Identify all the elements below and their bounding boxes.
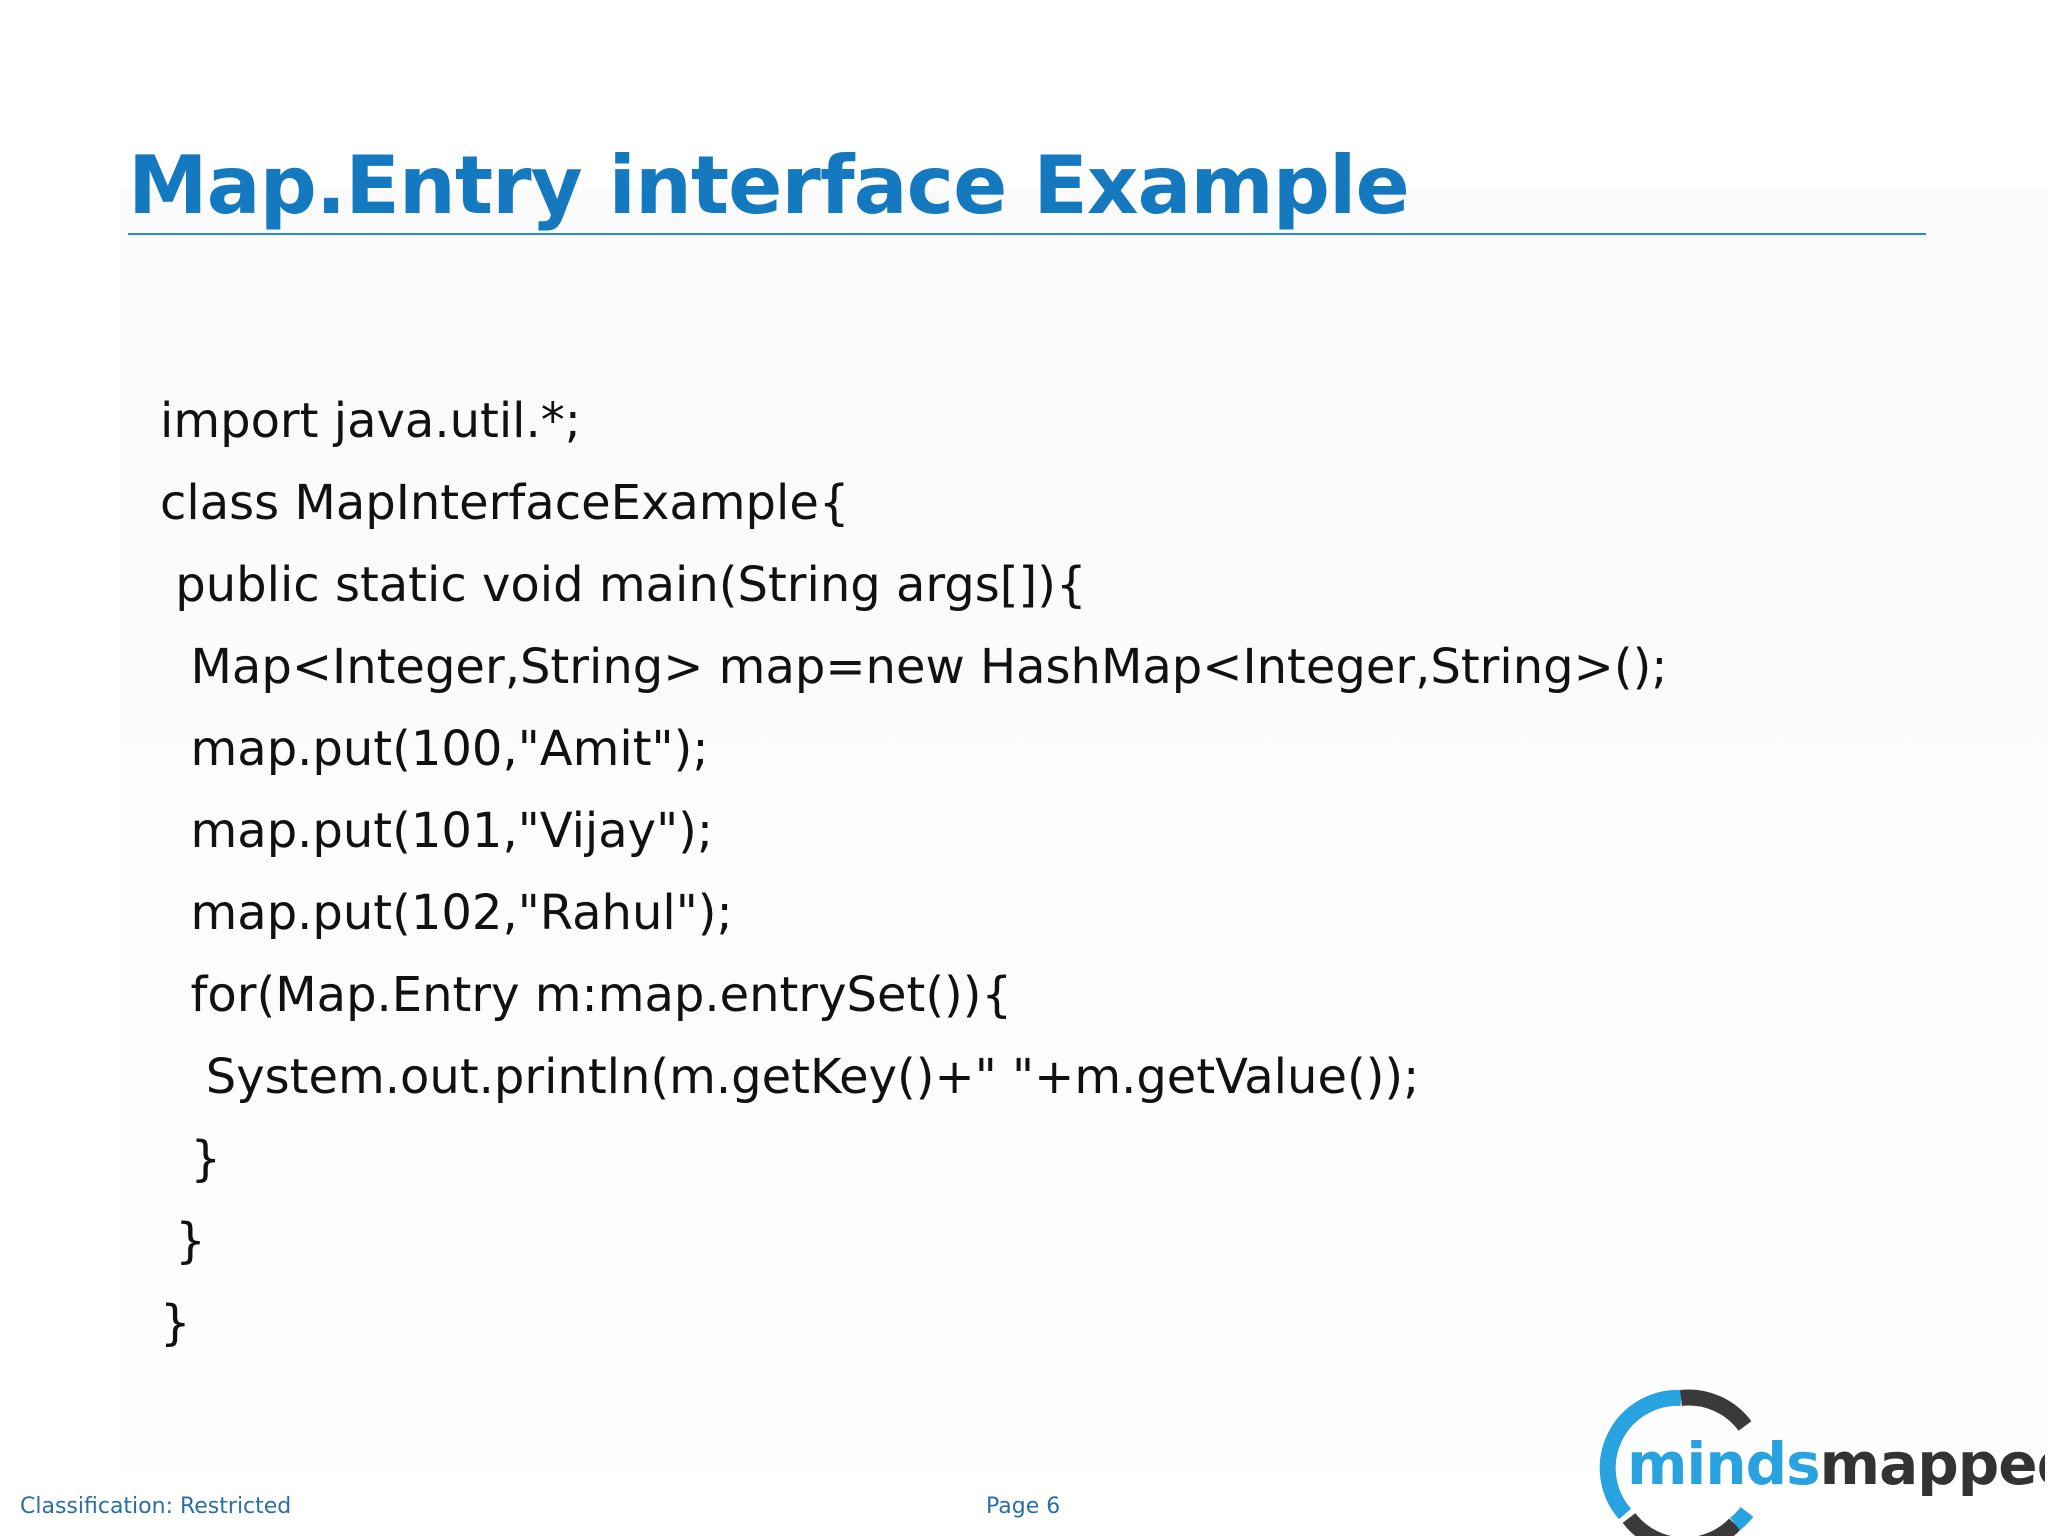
code-line: for(Map.Entry m:map.entrySet()){	[160, 967, 1013, 1023]
code-line: public static void main(String args[]){	[160, 557, 1087, 613]
code-line: }	[160, 1131, 222, 1187]
logo-ring-blue-arc	[1599, 1389, 1682, 1520]
logo-ring-dark-arc-top	[1680, 1389, 1752, 1431]
code-line: map.put(102,"Rahul");	[160, 885, 733, 941]
code-line: class MapInterfaceExample{	[160, 475, 850, 531]
logo-text: mindsmapped	[1627, 1430, 2045, 1498]
code-line: }	[160, 1213, 206, 1269]
code-line: map.put(100,"Amit");	[160, 721, 709, 777]
logo-ring-blue-accent	[1729, 1506, 1754, 1531]
code-block: import java.util.*; class MapInterfaceEx…	[160, 380, 1667, 1364]
title-underline	[128, 233, 1926, 235]
code-line: System.out.println(m.getKey()+" "+m.getV…	[160, 1049, 1420, 1105]
footer-page-number: Page 6	[986, 1494, 1061, 1519]
logo-ring-dark-arc-bottom	[1622, 1512, 1741, 1536]
code-line: Map<Integer,String> map=new HashMap<Inte…	[160, 639, 1668, 695]
code-line: map.put(101,"Vijay");	[160, 803, 714, 859]
mindsmapped-logo: mindsmapped	[1599, 1389, 2045, 1536]
code-line: }	[160, 1295, 191, 1351]
footer-classification: Classification: Restricted	[20, 1494, 292, 1519]
content-panel	[120, 190, 2048, 1536]
logo-text-minds: minds	[1627, 1430, 1820, 1498]
code-line: import java.util.*;	[160, 393, 581, 449]
slide-title: Map.Entry interface Example	[128, 139, 1410, 232]
logo-text-mapped: mapped	[1820, 1430, 2045, 1498]
